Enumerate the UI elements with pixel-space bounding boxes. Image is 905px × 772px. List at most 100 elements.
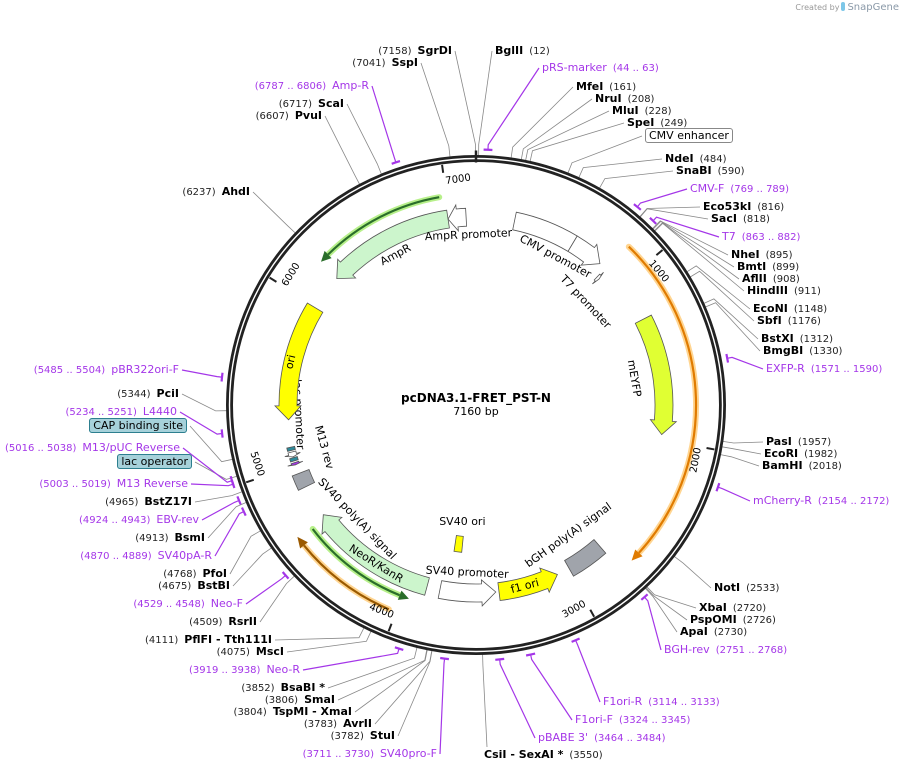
feature-segment[interactable] [289,455,299,463]
site-bstbi[interactable]: (4675)BstBI [152,580,230,593]
leader-line [530,654,573,721]
site-bmti[interactable]: BmtI(899) [737,261,805,274]
site-mfei[interactable]: MfeI(161) [576,81,642,94]
primer-pbr322ori-f[interactable]: (5485 .. 5504)pBR322ori-F [28,364,179,377]
site-bstz17i[interactable]: (4965)BstZ17I [99,496,192,509]
site-nrui[interactable]: NruI(208) [595,93,660,106]
feature-segment[interactable] [286,445,296,452]
site-ndei[interactable]: NdeI(484) [665,153,733,166]
site-xbai[interactable]: XbaI(2720) [699,602,772,615]
site-spei[interactable]: SpeI(249) [627,117,693,130]
callout-lac-operator[interactable]: lac operator [105,454,192,469]
site-tspmi-xmai[interactable]: (3804)TspMI - XmaI [228,706,352,719]
leader-line [482,654,488,748]
site-ahdi[interactable]: (6237)AhdI [176,186,250,199]
site-scai[interactable]: (6717)ScaI [273,98,344,111]
primer-neo-r[interactable]: (3919 .. 3938)Neo-R [183,664,300,677]
annotation-name: BmgBI [763,344,804,357]
feature-ampr[interactable]: AmpR [336,209,450,280]
annotation-location: (2154 .. 2172) [817,496,890,507]
site-snabi[interactable]: SnaBI(590) [676,165,751,178]
primer-bgh-rev[interactable]: BGH-rev(2751 .. 2768) [664,644,793,657]
annotation-location: (908) [772,274,800,285]
primer-t7[interactable]: T7(863 .. 882) [722,231,806,244]
site-mlui[interactable]: MluI(228) [612,105,678,118]
primer-prs-marker[interactable]: pRS-marker(44 .. 63) [542,62,665,75]
feature-t7-promoter[interactable]: T7 promoter [557,272,614,332]
leader-line [420,62,451,157]
primer-f1ori-f[interactable]: F1ori-F(3324 .. 3345) [575,714,696,727]
primer-mark [633,203,642,211]
feature-f1-ori[interactable]: f1 ori [497,567,558,601]
leader-line [194,461,238,480]
site-smai[interactable]: (3806)SmaI [259,694,335,707]
feature-label: SV40 promoter [425,564,509,581]
site-bsabi[interactable]: (3852)BsaBI * [235,682,325,695]
leader-line [371,85,397,163]
annotation-name: BglII [495,44,524,57]
site-rsrii[interactable]: (4509)RsrII [183,616,257,629]
primer-ebv-rev[interactable]: (4924 .. 4943)EBV-rev [73,514,199,527]
primer-mark [391,160,401,165]
site-hindiii[interactable]: HindIII(911) [747,285,827,298]
site-nhei[interactable]: NheI(895) [731,249,798,262]
primer-mcherry-r[interactable]: mCherry-R(2154 .. 2172) [753,495,895,508]
primer-sv40pro-f[interactable]: (3711 .. 3730)SV40pro-F [297,748,437,761]
site-bglii[interactable]: BglII(12) [495,45,556,58]
site-pasi[interactable]: PasI(1957) [766,436,837,449]
primer-f1ori-r[interactable]: F1ori-R(3114 .. 3133) [603,696,726,709]
primer-l4440[interactable]: (5234 .. 5251)L4440 [59,406,177,419]
primer-mark [220,372,224,382]
annotation-name: MluI [612,104,639,117]
primer-sv40pa-r[interactable]: (4870 .. 4889)SV40pA-R [74,550,212,563]
callout-cap-binding-site[interactable]: CAP binding site [77,418,187,433]
site-noti[interactable]: NotI(2533) [714,582,785,595]
site-bstxi[interactable]: BstXI(1312) [761,333,839,346]
feature-meyfp[interactable]: mEYFP [625,314,678,436]
primer-cmv-f[interactable]: CMV-F(769 .. 789) [690,183,795,196]
site-pfoi[interactable]: (4768)PfoI [157,568,227,581]
site-econi[interactable]: EcoNI(1148) [753,303,833,316]
primer-exfp-r[interactable]: EXFP-R(1571 .. 1590) [766,363,888,376]
site-pspomi[interactable]: PspOMI(2726) [690,614,782,627]
primer-neo-f[interactable]: (4529 .. 4548)Neo-F [127,598,243,611]
site-sgrdi[interactable]: (7158)SgrDI [372,45,452,58]
site-saci[interactable]: SacI(818) [711,213,776,226]
annotation-location: (44 .. 63) [612,63,659,74]
site-msci[interactable]: (4075)MscI [211,646,284,659]
feature-ampr-promoter[interactable]: AmpR promoter [425,203,513,243]
feature-sv40-ori[interactable]: SV40 ori [439,515,486,553]
primer-mark [229,475,235,486]
leader-line [727,356,764,370]
site-apai[interactable]: ApaI(2730) [680,626,753,639]
site-pflfi-tth111i[interactable]: (4111)PflFI - Tth111I [139,634,272,647]
site-bmgbi[interactable]: BmgBI(1330) [763,345,848,358]
site-ecori[interactable]: EcoRI(1982) [764,448,843,461]
primer-m13-reverse[interactable]: (5003 .. 5019)M13 Reverse [33,478,188,491]
annotation-location: (5016 .. 5038) [4,443,77,454]
site-aflii[interactable]: AflII(908) [742,273,806,286]
annotation-name: PspOMI [690,613,737,626]
site-eco53ki[interactable]: Eco53kI(816) [703,201,790,214]
annotation-location: (5344) [117,389,151,400]
feature-ori[interactable]: ori [274,302,324,421]
site-sspi[interactable]: (7041)SspI [346,57,418,70]
primer-amp-r[interactable]: (6787 .. 6806)Amp-R [249,80,369,93]
site-bsmi[interactable]: (4913)BsmI [129,532,205,545]
site-bamhi[interactable]: BamHI(2018) [762,460,848,473]
feature-sv40-promoter[interactable]: SV40 promoter [425,564,509,607]
annotation-name: Amp-R [332,79,369,92]
primer-m13-puc-reverse[interactable]: (5016 .. 5038)M13/pUC Reverse [0,442,180,455]
site-sbfi[interactable]: SbfI(1176) [757,315,827,328]
site-pcii[interactable]: (5344)PciI [111,388,179,401]
primer-pbabe-3[interactable]: pBABE 3'(3464 .. 3484) [538,732,672,745]
callout-cmv-enhancer[interactable]: CMV enhancer [645,128,745,143]
annotation-name: CsiI - SexAI * [484,748,564,761]
site-avrii[interactable]: (3783)AvrII [298,718,372,731]
site-pvui[interactable]: (6607)PvuI [250,110,322,123]
feature-bgh-poly-a-signal[interactable]: bGH poly(A) signal [523,500,614,577]
site-csii-sexai[interactable]: CsiI - SexAI *(3550) [484,749,609,762]
site-stui[interactable]: (3782)StuI [325,730,395,743]
leader-line [346,103,382,175]
annotation-location: (7158) [378,46,412,57]
